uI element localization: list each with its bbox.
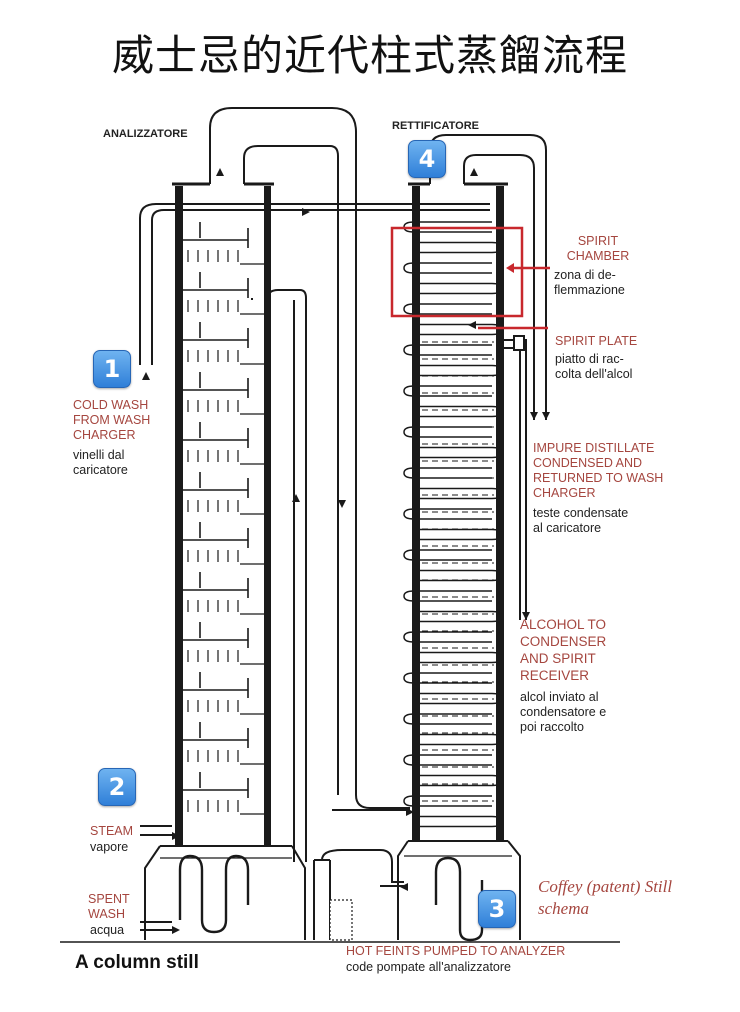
step-badge-4: 4 <box>408 140 446 178</box>
bottom-pipework <box>60 825 620 943</box>
diagram-caption: A column still <box>75 952 199 973</box>
analyzer-plate <box>183 772 249 798</box>
analyzer-plate <box>183 322 249 348</box>
spent-wash-it-label: acqua <box>90 923 125 937</box>
cold-wash-pipe <box>139 203 490 365</box>
analyzer-plate-caps <box>187 800 268 815</box>
analyzer-plate-caps <box>187 550 268 565</box>
spirit-plate-it-label: piatto di rac-colta dell'alcol <box>555 352 633 381</box>
hot-feints-it-label: code pompate all'analizzatore <box>346 960 511 974</box>
rectifier-header: RETTIFICATORE <box>392 120 479 132</box>
analyzer-header: ANALIZZATORE <box>103 128 188 140</box>
analyzer-plate-caps <box>187 300 268 315</box>
wash-downpipe <box>251 289 307 862</box>
hot-feints-label: HOT FEINTS PUMPED TO ANALYZER <box>346 944 566 958</box>
rectifier-column <box>397 134 547 940</box>
analyzer-plate <box>183 622 249 648</box>
spirit-plate-label: SPIRIT PLATE <box>555 334 638 348</box>
steam-label: STEAM <box>90 824 134 838</box>
analyzer-column <box>144 182 306 940</box>
analyzer-plate <box>183 472 249 498</box>
alcohol-line <box>504 335 527 620</box>
analyzer-plate <box>183 272 249 298</box>
analyzer-plate-caps <box>187 650 268 665</box>
analyzer-plates <box>183 222 268 815</box>
vapour-pipe <box>209 107 410 811</box>
steam-it-label: vapore <box>90 840 129 854</box>
analyzer-plate <box>183 422 249 448</box>
analyzer-plate-caps <box>187 750 268 765</box>
analyzer-plate <box>183 572 249 598</box>
step-badge-1: 1 <box>93 350 131 388</box>
analyzer-plate <box>183 222 249 248</box>
analyzer-plate <box>183 722 249 748</box>
analyzer-plate-caps <box>187 700 268 715</box>
analyzer-plate-caps <box>187 350 268 365</box>
flow-arrows <box>142 168 550 934</box>
spirit-chamber-highlight <box>390 226 550 330</box>
analyzer-plate-caps <box>187 600 268 615</box>
step-badge-3: 3 <box>478 890 516 928</box>
analyzer-plate <box>183 372 249 398</box>
step-badge-2: 2 <box>98 768 136 806</box>
analyzer-plate-caps <box>187 500 268 515</box>
spirit-chamber-it-label: zona di de-flemmazione <box>554 268 625 297</box>
analyzer-plate-caps <box>187 400 268 415</box>
analyzer-plate <box>183 672 249 698</box>
analyzer-plate-caps <box>187 250 268 265</box>
analyzer-plate <box>183 522 249 548</box>
page-title: 威士忌的近代柱式蒸餾流程 <box>111 31 628 80</box>
analyzer-plate-caps <box>187 450 268 465</box>
